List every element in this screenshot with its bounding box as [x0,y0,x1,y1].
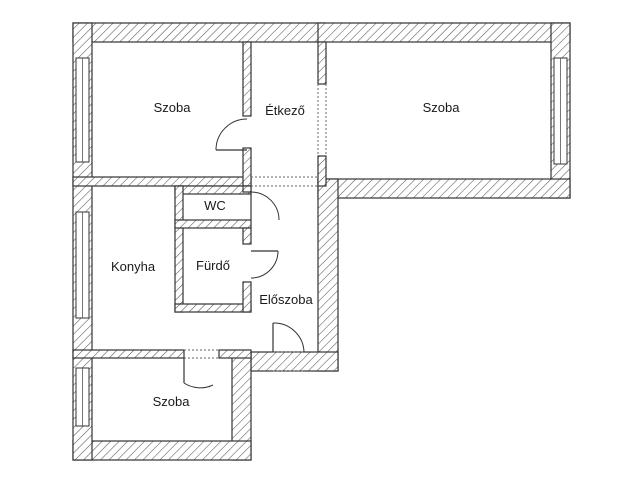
wall-wc-furdo-divider [174,219,252,229]
wall-wc-top [174,185,252,195]
wall-right-lower [317,178,339,372]
wall-bottom [72,440,252,461]
outer-walls [72,22,571,461]
wall-furdo-right-lower [242,281,252,313]
room-label-szoba-bottom: Szoba [153,394,191,409]
door-top-left-room[interactable] [215,118,248,151]
wall-top-right [317,22,571,43]
room-label-konyha: Konyha [111,259,156,274]
wall-etkezo-left-lower [242,147,252,187]
wall-etkezo-left-upper [242,41,252,117]
wall-etkezo-right-lower [317,155,327,187]
window-right [553,57,568,165]
room-label-szoba-top-right: Szoba [423,100,461,115]
room-label-szoba-top-left: Szoba [154,100,192,115]
wall-wc-right [242,185,252,193]
window-left-upper [75,57,90,163]
doors [183,118,305,389]
windows [75,57,568,427]
wall-bottom-room-top-right [218,349,252,359]
window-left-lower [75,367,90,427]
door-bottom-room[interactable] [183,358,214,389]
door-entry[interactable] [272,322,305,353]
wall-bottom-room-top-left [72,349,185,359]
door-wc[interactable] [250,191,280,221]
room-label-etkezo: Étkező [265,103,305,118]
wall-top-left [72,22,326,43]
room-labels: Szoba Étkező Szoba WC Konyha Fürdő Elősz… [111,100,460,409]
wall-furdo-bottom [174,303,252,313]
room-label-wc: WC [204,198,226,213]
wall-etkezo-right-upper [317,41,327,85]
door-furdo[interactable] [250,250,279,279]
wall-step-horizontal [317,178,571,199]
wall-wc-left [174,185,184,313]
room-label-furdo: Fürdő [196,258,230,273]
window-left-middle [75,211,90,319]
inner-walls [72,41,327,359]
wall-furdo-right-upper [242,227,252,245]
wall-entry-bottom [250,351,339,372]
room-label-eloszoba: Előszoba [259,292,313,307]
openings [184,84,327,372]
wall-top-left-room-bottom [72,176,252,187]
